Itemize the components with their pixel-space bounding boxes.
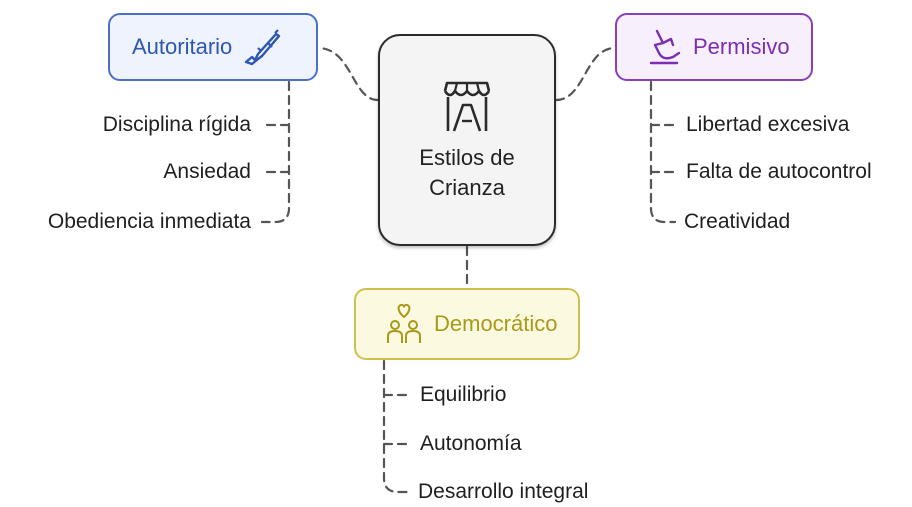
node-permisivo: Permisivo	[615, 13, 813, 81]
leaf-autoritario-2: Ansiedad	[163, 160, 251, 183]
center-node: Estilos de Crianza	[378, 34, 556, 246]
node-permisivo-label: Permisivo	[693, 34, 790, 59]
node-democratico-label: Democrático	[434, 311, 558, 336]
node-democratico: Democrático	[354, 288, 580, 360]
leaf-democratico-3: Desarrollo integral	[418, 480, 589, 503]
connector-perm-trunk	[649, 80, 677, 224]
center-title: Estilos de Crianza	[419, 145, 515, 200]
leaf-autoritario-1: Disciplina rígida	[102, 113, 251, 136]
hand-writing-icon	[647, 27, 683, 67]
connector-demo-trunk	[382, 359, 412, 494]
leaf-autoritario-3: Obediencia inmediata	[47, 210, 251, 233]
leaf-permisivo-3: Creatividad	[684, 210, 791, 233]
connector-center-autoritario	[316, 46, 380, 102]
rifle-icon	[242, 27, 282, 67]
market-stall-icon	[437, 77, 497, 135]
leaf-democratico-1: Equilibrio	[420, 383, 507, 406]
node-autoritario: Autoritario	[108, 13, 318, 81]
node-autoritario-label: Autoritario	[132, 34, 233, 59]
connector-auth-trunk	[260, 80, 291, 224]
leaf-permisivo-2: Falta de autocontrol	[686, 160, 872, 183]
leaf-permisivo-1: Libertad excesiva	[686, 113, 850, 136]
leaf-democratico-2: Autonomía	[420, 432, 522, 455]
family-heart-icon	[384, 303, 424, 345]
connector-center-permisivo	[554, 46, 617, 102]
